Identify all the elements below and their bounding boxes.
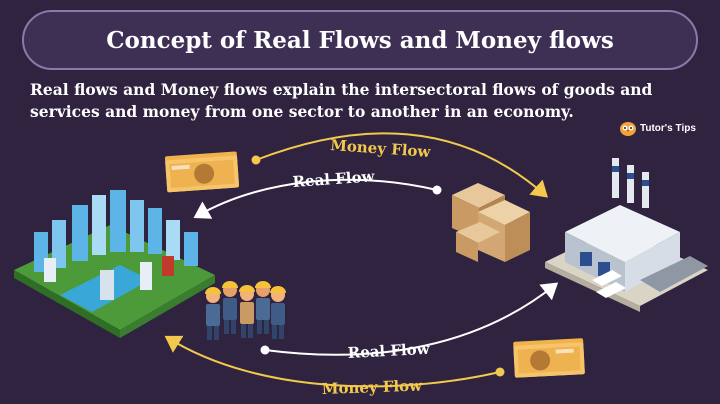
page-title: Concept of Real Flows and Money flows — [106, 26, 614, 54]
logo-text: Tutor's Tips — [640, 122, 696, 134]
workers-icon — [205, 281, 286, 340]
top-real-flow-label: Real Flow — [292, 167, 376, 191]
bottom-real-flow-arrow — [260, 282, 559, 356]
factory-firms-icon — [545, 158, 708, 312]
boxes-goods-icon — [452, 183, 530, 262]
city-households-icon — [14, 190, 215, 338]
description-text: Real flows and Money flows explain the i… — [30, 80, 653, 121]
banknote-icon-bottom — [513, 338, 585, 378]
brand-logo: Tutor's Tips — [618, 120, 696, 136]
banknote-icon-top — [164, 151, 240, 193]
title-bar: Concept of Real Flows and Money flows — [22, 10, 698, 70]
bottom-real-flow-label: Real Flow — [347, 340, 431, 362]
top-money-flow-arrow — [251, 132, 549, 198]
bottom-money-flow-arrow — [164, 335, 505, 388]
top-money-flow-label: Money Flow — [330, 136, 432, 161]
top-real-flow-arrow — [193, 178, 442, 219]
bottom-money-flow-label: Money Flow — [322, 376, 424, 398]
owl-icon — [620, 122, 636, 136]
